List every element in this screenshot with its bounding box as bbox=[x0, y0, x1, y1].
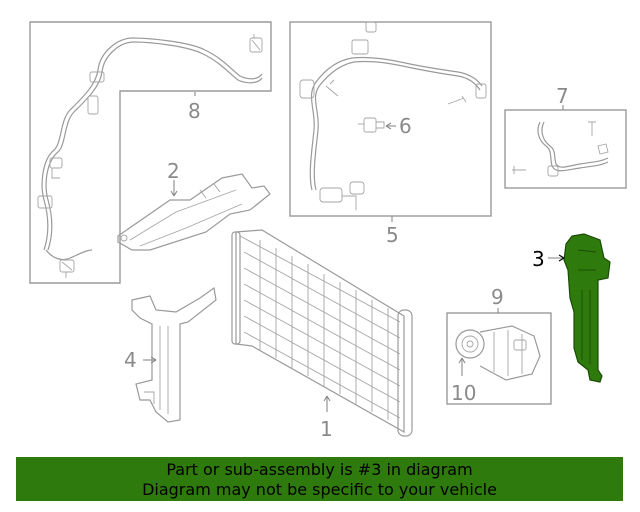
banner-line-1: Part or sub-assembly is #3 in diagram bbox=[166, 460, 473, 479]
callout-4: 4 bbox=[124, 348, 137, 372]
callout-10: 10 bbox=[451, 381, 476, 405]
part-4-side-bracket: 4 bbox=[124, 286, 217, 423]
callout-9: 9 bbox=[491, 285, 504, 309]
callout-5: 5 bbox=[386, 223, 399, 247]
callout-3: 3 bbox=[532, 247, 545, 271]
banner-line-2: Diagram may not be specific to your vehi… bbox=[142, 480, 497, 499]
part-3-shape bbox=[563, 233, 611, 383]
callout-2: 2 bbox=[167, 159, 180, 183]
part-3-highlighted-seal: 3 bbox=[532, 233, 611, 383]
callout-8: 8 bbox=[188, 99, 201, 123]
part-8-hose-panel: 8 bbox=[29, 21, 272, 284]
callout-1: 1 bbox=[320, 417, 333, 441]
part-9-compressor-panel: 9 10 bbox=[446, 285, 552, 405]
part-6-valve: 6 bbox=[358, 114, 412, 138]
part-5-line-panel: 5 bbox=[289, 21, 492, 247]
part-7-hose-kit-panel: 7 bbox=[504, 84, 627, 189]
notice-banner: Part or sub-assembly is #3 in diagram Di… bbox=[16, 457, 623, 501]
part-2-air-guide: 2 bbox=[117, 159, 271, 251]
callout-6: 6 bbox=[399, 114, 412, 138]
part-1-condenser: 1 bbox=[231, 229, 413, 441]
callout-7: 7 bbox=[556, 84, 569, 108]
